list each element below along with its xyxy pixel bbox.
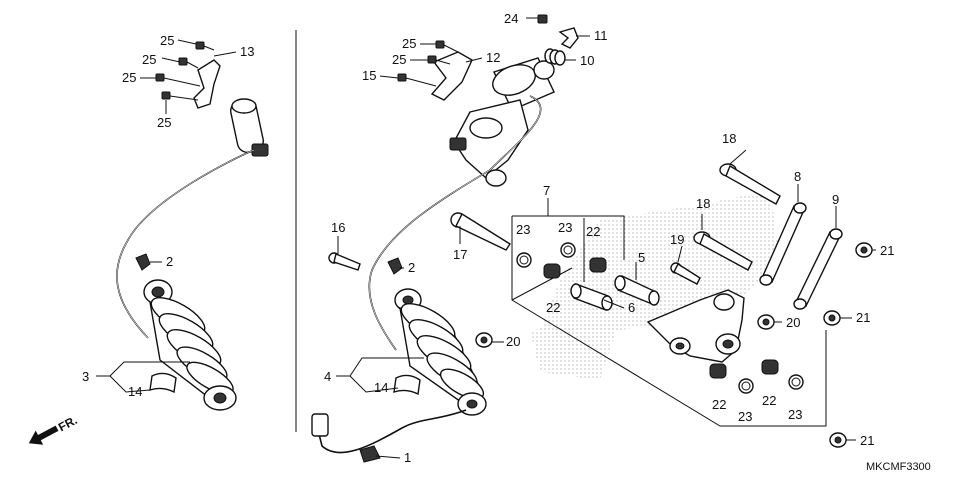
callout-10: 10	[580, 53, 594, 68]
bolt-19	[670, 262, 701, 285]
collar-6	[570, 283, 613, 311]
center-shock-body	[394, 288, 487, 416]
collar-5	[614, 275, 660, 306]
callout-15: 15	[362, 68, 376, 83]
clip-11	[558, 27, 579, 49]
callout-14: 14	[374, 380, 388, 395]
bushing-22-d	[761, 359, 779, 375]
left-clip-2	[135, 253, 151, 271]
callout-25: 25	[402, 36, 416, 51]
callout-11: 11	[594, 28, 608, 43]
bushing-22-b	[589, 257, 607, 273]
seal-23-a	[516, 252, 532, 268]
seal-23-c	[738, 378, 754, 394]
callout-5: 5	[638, 250, 645, 265]
callout-25: 25	[157, 115, 171, 130]
callout-23: 23	[516, 222, 530, 237]
nut-21-c	[829, 432, 847, 448]
seal-23-b	[560, 242, 576, 258]
callout-19: 19	[670, 232, 684, 247]
arrow-icon	[28, 425, 59, 445]
bolts-25-left	[155, 41, 215, 101]
callout-25: 25	[122, 70, 136, 85]
callout-7: 7	[543, 183, 550, 198]
nut-21-b	[823, 310, 841, 326]
callout-25: 25	[160, 33, 174, 48]
leader-lines	[96, 17, 876, 459]
link-rod-9	[793, 228, 843, 310]
bushing-22-c	[709, 363, 727, 379]
callout-23: 23	[788, 407, 802, 422]
callout-13: 13	[240, 44, 254, 59]
callout-8: 8	[794, 169, 801, 184]
callout-6: 6	[628, 300, 635, 315]
callout-22: 22	[712, 397, 726, 412]
callout-22: 22	[762, 393, 776, 408]
linkage-assembly[interactable]	[511, 163, 873, 448]
seal-23-d	[788, 374, 804, 390]
bolt-18-lower	[693, 231, 753, 271]
callout-23: 23	[738, 409, 752, 424]
nut-20-center	[475, 332, 493, 348]
linkage-box	[511, 215, 827, 427]
callout-2: 2	[408, 260, 415, 275]
direction-label: FR.	[56, 413, 80, 434]
callout-25: 25	[392, 52, 406, 67]
connector	[311, 413, 329, 437]
callout-21: 21	[856, 310, 870, 325]
bolt-18-upper	[719, 163, 781, 205]
callout-18: 18	[696, 196, 710, 211]
callout-16: 16	[331, 220, 345, 235]
bracket-13	[193, 59, 221, 109]
callout-12: 12	[486, 50, 500, 65]
left-reservoir	[230, 98, 269, 157]
spring-10	[544, 48, 566, 66]
center-clip-2	[387, 257, 403, 275]
bolt-17	[450, 212, 511, 251]
callout-21: 21	[880, 243, 894, 258]
center-decal-14	[393, 374, 421, 396]
cushion-arm	[646, 289, 745, 363]
diagram-code: MKCMF3300	[866, 461, 931, 473]
center-shock-assembly[interactable]	[311, 14, 579, 463]
link-rod-8	[759, 202, 807, 286]
center-sensor-wire	[317, 409, 467, 454]
callout-22: 22	[586, 224, 600, 239]
front-direction-arrow: FR.	[28, 413, 80, 445]
bolt-16	[328, 252, 361, 271]
callout-24: 24	[504, 11, 518, 26]
frame-stipple	[540, 190, 780, 360]
callout-22: 22	[546, 300, 560, 315]
bushing-22-a	[543, 263, 561, 279]
left-shock-assembly[interactable]	[116, 41, 269, 411]
nut-21-a	[855, 242, 873, 258]
bolt-24	[537, 14, 548, 24]
left-shock-body	[143, 279, 237, 411]
bolts-25-center	[397, 40, 459, 87]
callout-1: 1	[404, 450, 411, 465]
callout-21: 21	[860, 433, 874, 448]
center-actuator	[449, 57, 555, 187]
callout-9: 9	[832, 192, 839, 207]
callout-3: 3	[82, 369, 89, 384]
callout-25: 25	[142, 52, 156, 67]
nut-20-right	[757, 314, 775, 330]
callout-20: 20	[506, 334, 520, 349]
left-decal-14	[149, 372, 177, 394]
clamp-1	[359, 445, 381, 463]
callout-17: 17	[453, 247, 467, 262]
callout-14: 14	[128, 384, 142, 399]
callout-20: 20	[786, 315, 800, 330]
bracket-12	[430, 51, 473, 101]
callout-23: 23	[558, 220, 572, 235]
callout-2: 2	[166, 254, 173, 269]
callout-18: 18	[722, 131, 736, 146]
callout-4: 4	[324, 369, 331, 384]
callout-labels: 25 13 25 25 25 2 3 14 24 11 25 12 10 25 …	[82, 11, 894, 465]
